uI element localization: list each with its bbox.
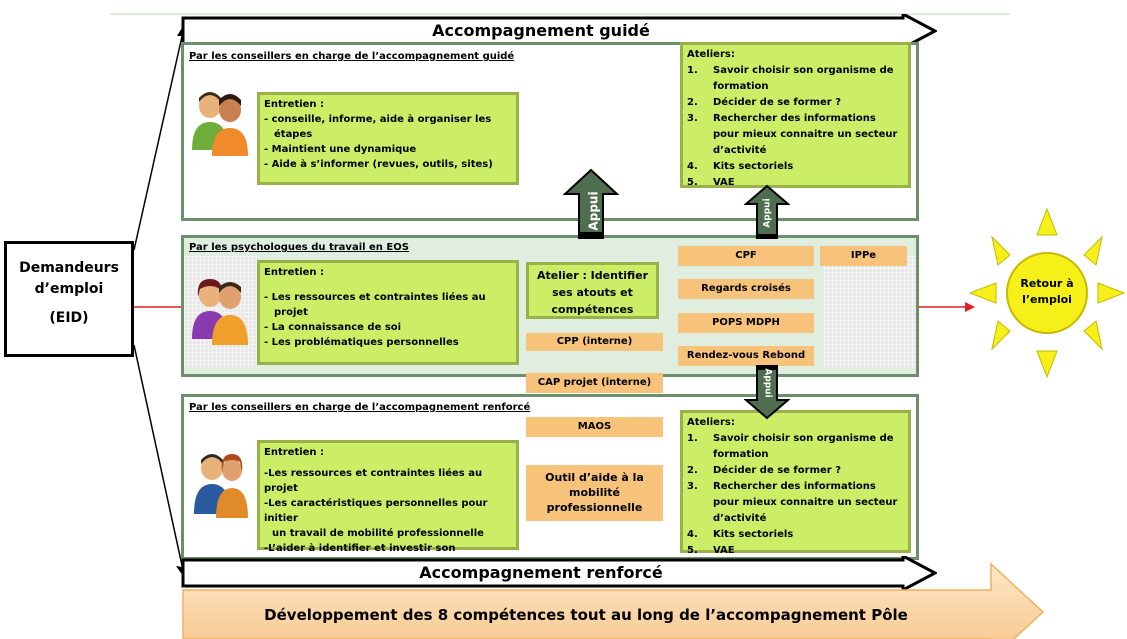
psych-interview-box: Entretien : - Les ressources et contrain…: [257, 260, 519, 365]
psych-interview-heading: Entretien :: [264, 267, 325, 278]
list-item: 4.Kits sectoriels: [687, 161, 794, 172]
eid-line2: d’emploi: [34, 281, 104, 297]
reinforced-interview-heading: Entretien :: [264, 447, 325, 458]
appui-label-small-up: Appui: [762, 198, 773, 228]
guided-ateliers-box: Ateliers: 1.Savoir choisir son organisme…: [680, 42, 911, 188]
reinforced-ateliers-box: Ateliers: 1.Savoir choisir son organisme…: [680, 410, 911, 556]
maos-box: MAOS: [526, 417, 663, 437]
list-item: -Les caractéristiques personnelles pour …: [264, 498, 488, 524]
eid-line1: Demandeurs: [19, 260, 119, 276]
appui-down-arrow-small: [744, 365, 790, 420]
guided-panel-title: Par les conseillers en charge de l’accom…: [189, 51, 515, 62]
list-item: - Aide à s’informer (revues, outils, sit…: [264, 159, 493, 170]
reinforced-arrow: Accompagnement renforcé: [181, 556, 937, 590]
outil-box: Outil d’aide à la mobilité professionnel…: [526, 465, 663, 521]
list-item: - Les problématiques personnelles: [264, 337, 459, 348]
guided-arrow: Accompagnement guidé: [181, 14, 937, 48]
reinforced-advisors-icon: [194, 454, 248, 518]
appui-up-arrow-small: [744, 184, 790, 239]
list-item: 1.Savoir choisir son organisme de format…: [687, 65, 894, 92]
regards-croises-box: Regards croisés: [678, 279, 814, 299]
sun-icon: [968, 207, 1126, 379]
reinforced-ateliers-heading: Ateliers:: [687, 417, 735, 428]
list-item: 1.Savoir choisir son organisme de format…: [687, 433, 894, 460]
pops-mdph-box: POPS MDPH: [678, 313, 814, 333]
appui-label-small-down: Appui: [762, 368, 773, 398]
guided-interview-heading: Entretien :: [264, 99, 325, 110]
list-item: 5.VAE: [687, 545, 735, 556]
list-item: 4.Kits sectoriels: [687, 529, 794, 540]
advisors-icon: [192, 92, 248, 156]
list-item: 3.Rechercher des informations pour mieux…: [687, 113, 898, 156]
list-item: étapes: [274, 129, 313, 140]
list-item: - conseille, informe, aide à organiser l…: [264, 114, 492, 125]
list-item: - La connaissance de soi: [264, 322, 402, 333]
reinforced-interview-box: Entretien : -Les ressources et contraint…: [257, 440, 519, 569]
grid-bg-right: [824, 256, 916, 368]
ippe-box: IPPe: [820, 246, 907, 266]
atelier-atouts-box: Atelier : Identifier ses atouts et compé…: [526, 262, 659, 319]
appui-label-large: Appui: [586, 191, 601, 231]
guided-ateliers-heading: Ateliers:: [687, 49, 735, 60]
reinforced-panel-title: Par les conseillers en charge de l’accom…: [189, 402, 531, 413]
competences-banner-label: Développement des 8 compétences tout au …: [264, 606, 908, 624]
list-item: 2.Décider de se former ?: [687, 465, 841, 476]
cpp-box: CPP (interne): [526, 333, 663, 351]
sun-line2: l’emploi: [1022, 293, 1072, 306]
appui-up-arrow-large: [563, 168, 619, 239]
competences-banner-arrow: [182, 562, 1045, 639]
cpf-box: CPF: [678, 246, 814, 266]
grid-bg-left: [184, 256, 259, 368]
list-item: - Maintient une dynamique: [264, 144, 417, 155]
list-item: 5.VAE: [687, 177, 735, 188]
list-item: - Les ressources et contraintes liées au…: [264, 292, 486, 318]
psychologists-icon: [192, 279, 248, 345]
sun-line1: Retour à: [1020, 277, 1074, 290]
list-item: 2.Décider de se former ?: [687, 97, 841, 108]
eid-line3: (EID): [49, 310, 89, 326]
list-item: 3.Rechercher des informations pour mieux…: [687, 481, 898, 524]
sun-label: Retour à l’emploi: [1007, 276, 1087, 308]
list-item: -L’aider à identifier et investir son: [264, 543, 456, 554]
cap-box: CAP projet (interne): [526, 373, 663, 393]
guided-interview-box: Entretien : - conseille, informe, aide à…: [257, 92, 519, 185]
guided-arrow-label: Accompagnement guidé: [432, 21, 650, 40]
eid-box: Demandeurs d’emploi (EID): [4, 241, 134, 357]
psych-panel-title: Par les psychologues du travail en EOS: [189, 242, 409, 253]
list-item: un travail de mobilité professionnelle: [272, 528, 484, 539]
rendez-vous-rebond-box: Rendez-vous Rebond: [678, 346, 814, 366]
list-item: -Les ressources et contraintes liées au …: [264, 468, 483, 494]
reinforced-arrow-label: Accompagnement renforcé: [419, 563, 663, 582]
